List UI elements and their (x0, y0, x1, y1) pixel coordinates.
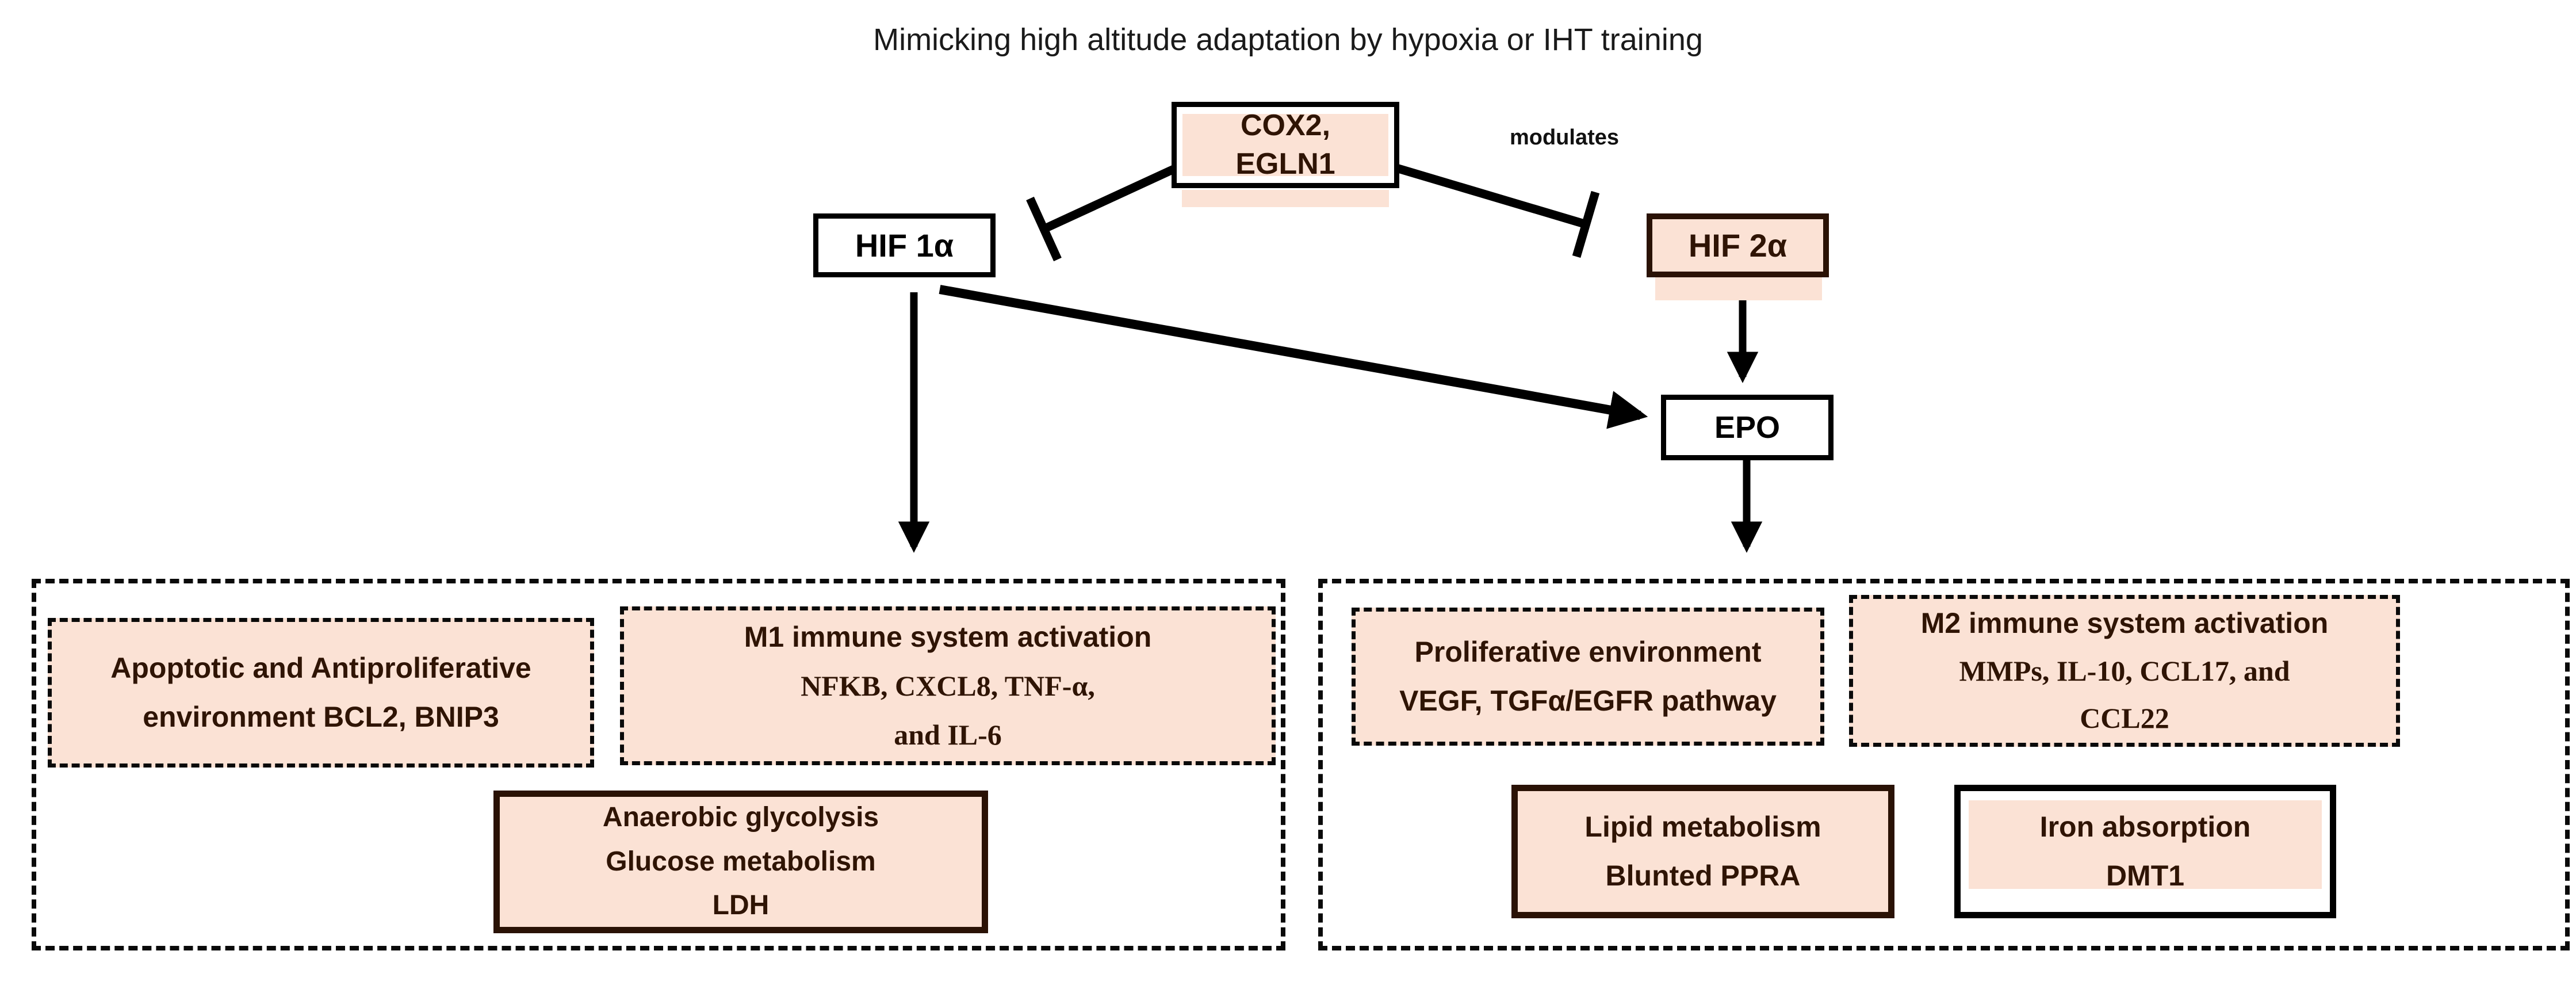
box-proliferative-environment: Proliferative environment VEGF, TGFα/EGF… (1352, 608, 1824, 746)
hif2a-highlight-bleed (1655, 277, 1822, 300)
m2-line2: MMPs, IL-10, CCL17, and (1959, 654, 2290, 687)
edge-cox2-inhibits-hif2a (1395, 163, 1588, 229)
node-epo: EPO (1661, 395, 1834, 460)
cox2-line2: EGLN1 (1235, 147, 1335, 181)
modulates-label: modulates (1509, 125, 1620, 150)
diagram-title: Mimicking high altitude adaptation by hy… (873, 22, 1703, 57)
lipid-line2: Blunted PPRA (1605, 860, 1801, 892)
m1-line1: M1 immune system activation (744, 620, 1152, 653)
box-iron-absorption: Iron absorption DMT1 (1954, 785, 2336, 918)
hif2a-label: HIF 2α (1688, 227, 1787, 264)
apoptotic-line1: Apoptotic and Antiproliferative (110, 652, 531, 684)
node-hif1a: HIF 1α (813, 213, 996, 277)
box-apoptotic-environment: Apoptotic and Antiproliferative environm… (48, 618, 594, 768)
m1-line2: NFKB, CXCL8, TNF-α, (801, 669, 1095, 702)
cox2-highlight (1182, 114, 1388, 176)
left-outcomes-group: Apoptotic and Antiproliferative environm… (32, 579, 1285, 950)
box-m2-immune-activation: M2 immune system activation MMPs, IL-10,… (1849, 595, 2400, 747)
proliferative-line1: Proliferative environment (1414, 636, 1762, 668)
node-hif2a: HIF 2α (1647, 213, 1829, 277)
lipid-line1: Lipid metabolism (1584, 811, 1821, 843)
epo-label: EPO (1714, 410, 1781, 445)
m1-line3: and IL-6 (894, 718, 1002, 751)
hif1a-label: HIF 1α (855, 227, 954, 264)
box-lipid-metabolism: Lipid metabolism Blunted PPRA (1511, 785, 1894, 918)
cox2-highlight-bleed (1182, 190, 1389, 207)
iron-highlight (1969, 800, 2322, 889)
anaerobic-line1: Anaerobic glycolysis (602, 801, 879, 833)
box-anaerobic-glycolysis: Anaerobic glycolysis Glucose metabolism … (493, 791, 988, 933)
node-cox2-egln1: COX2, EGLN1 (1172, 102, 1399, 188)
proliferative-line2: VEGF, TGFα/EGFR pathway (1399, 685, 1777, 717)
m2-line1: M2 immune system activation (1920, 607, 2329, 640)
anaerobic-line3: LDH (712, 890, 770, 921)
edge-hif1a-to-epo (939, 285, 1648, 429)
right-outcomes-group: Proliferative environment VEGF, TGFα/EGF… (1318, 579, 2570, 950)
apoptotic-line2: environment BCL2, BNIP3 (143, 701, 499, 733)
iron-line2: DMT1 (2106, 860, 2185, 892)
box-m1-immune-activation: M1 immune system activation NFKB, CXCL8,… (620, 606, 1276, 765)
anaerobic-line2: Glucose metabolism (606, 846, 876, 877)
cox2-line1: COX2, (1240, 109, 1331, 143)
edge-cox2-inhibits-hif2a-tbar (1572, 190, 1600, 258)
m2-line3: CCL22 (2080, 702, 2169, 735)
iron-line1: Iron absorption (2039, 811, 2251, 843)
edge-cox2-inhibits-hif1a-tbar (1026, 196, 1062, 262)
edge-cox2-inhibits-hif1a (1042, 164, 1178, 233)
